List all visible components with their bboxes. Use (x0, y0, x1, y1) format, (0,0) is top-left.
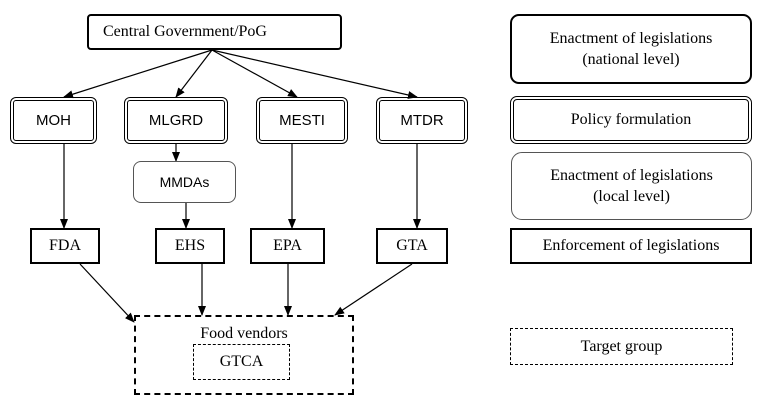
legend-local-box: Enactment of legislations (local level) (511, 152, 752, 220)
legend-policy-label: Policy formulation (570, 111, 692, 128)
food-vendors-box: Food vendors (134, 315, 354, 395)
legend-national-line1: Enactment of legislations (549, 30, 713, 47)
agency-box-epa: EPA (250, 228, 325, 264)
arrow-central-moh (63, 49, 213, 99)
legend-target-group-box: Target group (510, 328, 733, 365)
mmdas-label: MMDAs (159, 174, 210, 190)
arrow-gta-vendors (334, 263, 413, 316)
central-government-box: Central Government/PoG (87, 14, 342, 50)
legend-national-line2: (national level) (582, 51, 680, 68)
ministry-label: MOH (36, 112, 71, 129)
arrow-central-mtdr (211, 49, 418, 99)
agency-label: EPA (273, 237, 302, 254)
agency-box-ehs: EHS (155, 228, 225, 264)
arrow-fda-vendors (79, 263, 135, 323)
legend-local-line1: Enactment of legislations (550, 167, 713, 184)
ministry-label: MTDR (400, 112, 444, 129)
ministry-box-moh: MOH (10, 97, 97, 144)
food-vendors-label: Food vendors (200, 325, 288, 342)
ministry-label: MLGRD (148, 112, 204, 129)
central-government-label: Central Government/PoG (103, 23, 267, 40)
legend-target-group-label: Target group (580, 337, 663, 355)
legend-policy-box: Policy formulation (510, 96, 752, 144)
gtca-box: GTCA (193, 344, 290, 380)
agency-label: GTA (396, 237, 428, 254)
legend-enforcement-label: Enforcement of legislations (542, 237, 720, 254)
arrow-central-mesti (211, 49, 298, 98)
agency-label: FDA (48, 237, 81, 254)
legend-national-box: Enactment of legislations (national leve… (510, 14, 752, 84)
gtca-label: GTCA (219, 353, 264, 370)
ministry-box-mlgrd: MLGRD (124, 97, 228, 144)
agency-box-fda: FDA (30, 228, 100, 264)
ministry-box-mtdr: MTDR (376, 97, 468, 144)
arrow-central-mlgrd (175, 49, 213, 98)
agency-label: EHS (174, 237, 206, 254)
ministry-box-mesti: MESTI (256, 97, 348, 144)
ministry-label: MESTI (279, 112, 325, 129)
legend-enforcement-box: Enforcement of legislations (510, 228, 752, 264)
legend-local-line2: (local level) (593, 188, 670, 205)
agency-box-gta: GTA (376, 228, 448, 264)
mmdas-box: MMDAs (133, 161, 236, 203)
